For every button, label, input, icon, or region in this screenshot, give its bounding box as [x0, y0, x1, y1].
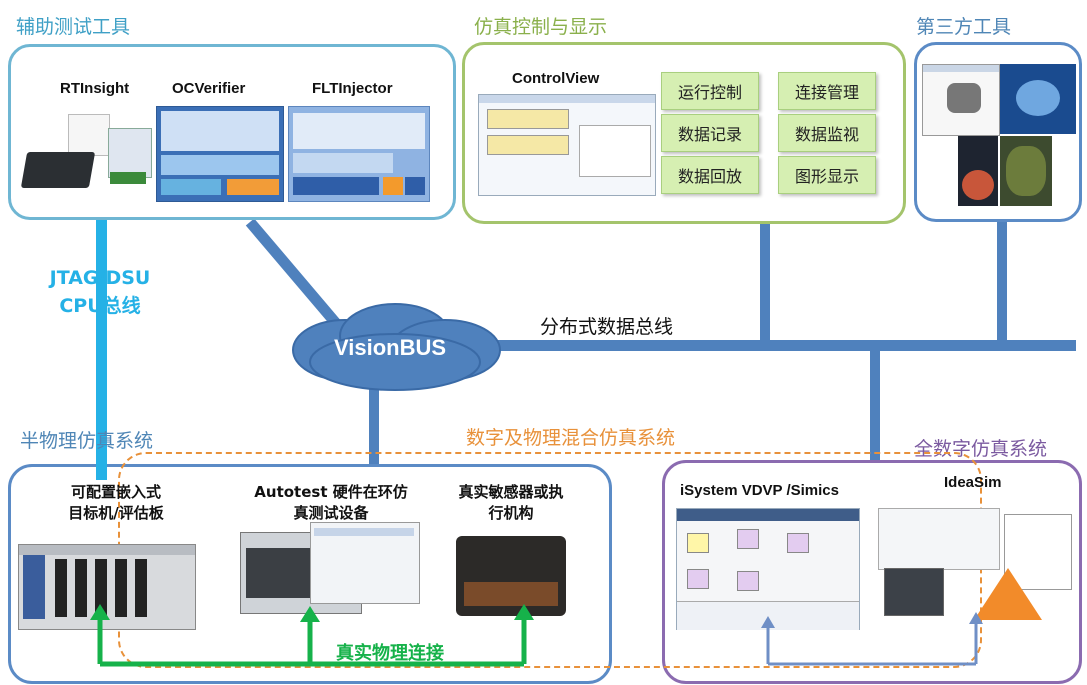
third-party-screenshot-3	[958, 136, 998, 206]
distributed-bus-label: 分布式数据总线	[540, 316, 674, 338]
jtag-line	[96, 220, 107, 480]
jtag-line2: CPU总线	[59, 295, 141, 317]
third-party-screenshot-2	[1000, 64, 1076, 134]
autotest-label: Autotest 硬件在环仿 真测试设备	[254, 483, 408, 522]
controlview-label: ControlView	[512, 70, 600, 87]
full-bus-link	[870, 344, 880, 464]
data-monitor-button[interactable]: 数据监视	[778, 114, 876, 152]
aux-tools-title: 辅助测试工具	[16, 16, 131, 38]
ideasim-label: IdeaSim	[944, 474, 1002, 491]
aux-bus-link	[245, 218, 345, 332]
rtinsight-device-image	[20, 108, 152, 200]
jtag-line1: JTAG/DSU	[49, 267, 151, 289]
controlview-screenshot	[478, 94, 656, 196]
fltinjector-diagram-image	[288, 106, 430, 202]
semi-physical-title: 半物理仿真系统	[20, 430, 154, 452]
distributed-bus-line	[440, 340, 1076, 351]
jtag-label: JTAG/DSU CPU总线	[45, 264, 155, 320]
vdvp-simics-label: iSystem VDVP /Simics	[680, 482, 839, 499]
data-playback-button[interactable]: 数据回放	[661, 156, 759, 194]
visionbus-label: VisionBUS	[334, 335, 447, 360]
connection-management-button[interactable]: 连接管理	[778, 72, 876, 110]
sensor-actuator-image	[446, 532, 578, 620]
autotest-device-image	[240, 522, 420, 620]
third-party-screenshot-1	[922, 64, 1000, 136]
rtinsight-label: RTInsight	[60, 80, 130, 97]
third-bus-link	[997, 222, 1007, 344]
data-record-button[interactable]: 数据记录	[661, 114, 759, 152]
sim-control-title: 仿真控制与显示	[474, 16, 608, 38]
physical-connection-label: 真实物理连接	[336, 643, 444, 664]
fltinjector-label: FLTInjector	[312, 80, 393, 97]
mixed-sim-title: 数字及物理混合仿真系统	[466, 427, 676, 449]
graphics-display-button[interactable]: 图形显示	[778, 156, 876, 194]
semi-bus-link	[369, 370, 379, 466]
target-board-label: 可配置嵌入式 目标机/评估板	[68, 483, 164, 522]
third-party-screenshot-4	[1000, 136, 1052, 206]
full-digital-title: 全数字仿真系统	[914, 438, 1048, 460]
ocverifier-label: OCVerifier	[172, 80, 246, 97]
ocverifier-diagram-image	[156, 106, 284, 202]
sensor-actuator-label: 真实敏感器或执 行机构	[458, 483, 564, 522]
sim-bus-link	[760, 224, 770, 344]
third-party-title: 第三方工具	[916, 16, 1012, 38]
run-control-button[interactable]: 运行控制	[661, 72, 759, 110]
ideasim-screenshot	[878, 508, 1074, 626]
visionbus-cloud	[292, 303, 501, 391]
jtag-line-end	[96, 464, 107, 480]
